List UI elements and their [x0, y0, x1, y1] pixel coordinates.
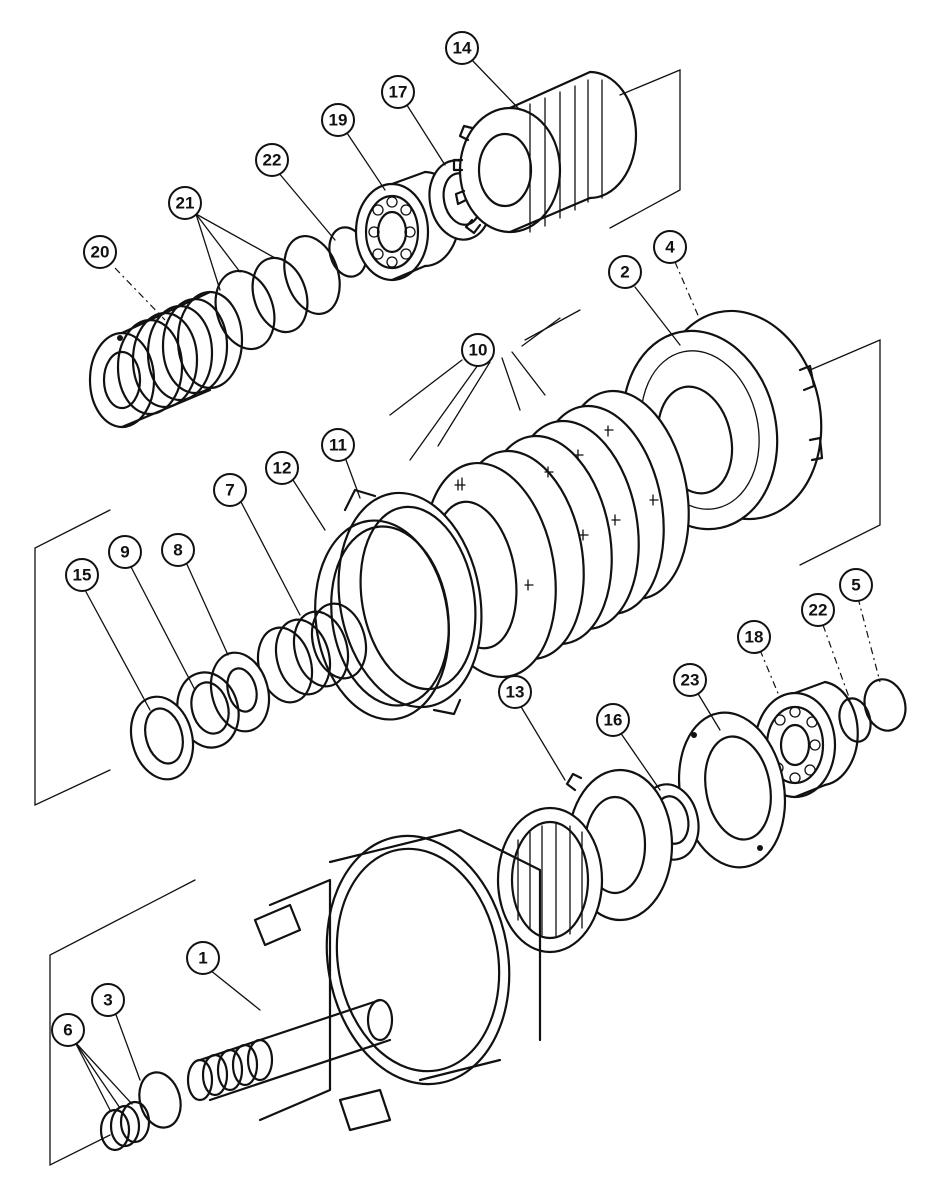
callout-21: 21: [168, 186, 202, 220]
callout-20: 20: [83, 235, 117, 269]
callout-22-top-label: 22: [263, 151, 282, 170]
group-brackets: [34, 69, 881, 1167]
callout-8-label: 8: [173, 541, 182, 560]
callout-8: 8: [161, 533, 195, 567]
callout-9-label: 9: [120, 543, 129, 562]
callout-10-label: 10: [469, 341, 488, 360]
callout-17: 17: [381, 75, 415, 109]
callout-16-label: 16: [604, 711, 623, 730]
callout-14-label: 14: [453, 39, 472, 58]
callout-11: 11: [321, 428, 355, 462]
callout-12: 12: [265, 451, 299, 485]
callout-22-bottom: 22: [801, 593, 835, 627]
part-1-shaft-carrier: [186, 828, 542, 1132]
callout-2: 2: [608, 255, 642, 289]
callout-14: 14: [445, 31, 479, 65]
part-21-rings: [214, 235, 341, 351]
callout-21-label: 21: [176, 194, 195, 213]
callout-7: 7: [213, 473, 247, 507]
callout-23-label: 23: [681, 671, 700, 690]
callout-10: 10: [461, 333, 495, 367]
callout-20-label: 20: [91, 243, 110, 262]
callout-22-top: 22: [255, 143, 289, 177]
part-10-clutch-plates: [423, 389, 690, 679]
callout-2-label: 2: [620, 263, 629, 282]
callout-5: 5: [839, 568, 873, 602]
callout-1: 1: [186, 941, 220, 975]
callout-19-label: 19: [329, 111, 348, 130]
callout-13-label: 13: [506, 683, 525, 702]
part-6-seal-rings: [99, 1100, 151, 1152]
callout-18: 18: [737, 620, 771, 654]
callout-7-label: 7: [225, 481, 234, 500]
callout-18-label: 18: [745, 628, 764, 647]
part-3-ring: [138, 1071, 182, 1129]
callout-16: 16: [596, 703, 630, 737]
part-13-gear: [496, 768, 674, 954]
callout-3: 3: [91, 983, 125, 1017]
callout-11-label: 11: [329, 436, 347, 455]
callout-15-label: 15: [73, 566, 92, 585]
callout-4-label: 4: [665, 238, 675, 257]
callout-19: 19: [321, 103, 355, 137]
callout-5-label: 5: [851, 576, 860, 595]
callout-22-bottom-label: 22: [809, 601, 828, 620]
callout-6-label: 6: [63, 1021, 72, 1040]
callout-9: 9: [108, 535, 142, 569]
callout-4: 4: [653, 230, 687, 264]
part-5-ring: [863, 678, 907, 732]
callout-15: 15: [65, 558, 99, 592]
part-8-retainer: [209, 651, 271, 733]
callout-13: 13: [498, 675, 532, 709]
callout-6: 6: [51, 1013, 85, 1047]
callout-1-label: 1: [198, 949, 207, 968]
part-14-hub-gear: [452, 70, 638, 235]
callout-3-label: 3: [103, 991, 112, 1010]
part-20-piston: [88, 290, 244, 429]
part-15-washer: [129, 695, 195, 781]
callout-17-label: 17: [389, 83, 408, 102]
leader-lines: [74, 57, 881, 1111]
callout-12-label: 12: [273, 459, 292, 478]
callout-23: 23: [673, 663, 707, 697]
